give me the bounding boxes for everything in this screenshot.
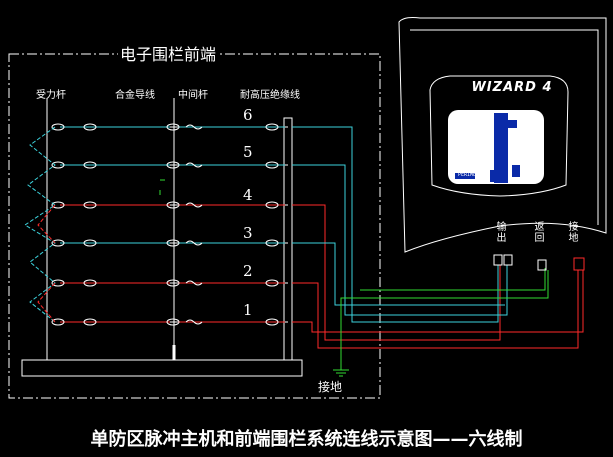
insulator [166,239,180,247]
insulator [166,161,180,169]
ground-cable [340,270,549,352]
terminal-ground [537,259,547,271]
panel-label-perimeter: PERIMETER [458,172,486,178]
ground-tick [159,179,165,195]
tension-spring [185,280,203,286]
diagram-caption: 单防区脉冲主机和前端围栏系统连线示意图——六线制 [90,429,523,450]
hv-cable-4 [292,204,501,341]
insulator [51,123,65,131]
insulator [83,279,97,287]
insulator [83,161,97,169]
controller-panel [429,75,569,197]
label-hv-cable: 耐高压绝缘线 [240,90,300,101]
tension-spring [185,162,203,168]
insulator [265,123,279,131]
hv-cable-2 [292,270,579,349]
insulator [265,201,279,209]
front-end-title: 电子围栏前端 [118,41,219,65]
tension-spring [185,240,203,246]
tension-spring [185,319,203,325]
insulator [83,201,97,209]
ground-symbol [333,352,349,377]
insulator [166,201,180,209]
insulator [83,123,97,131]
insulator [265,318,279,326]
hv-cable-1 [292,270,584,333]
fence-base [21,359,303,377]
insulator [83,239,97,247]
return-cable-5 [292,164,508,316]
panel-label-disarm: DISARM [464,148,483,154]
wire-number-6: 6 [243,106,253,124]
terminal-return [503,254,513,266]
label-tension-post: 受力杆 [36,90,66,101]
controller-brand: WIZARD 4 [471,80,553,95]
fence-frame [8,53,381,399]
insulator [51,279,65,287]
insulator [51,201,65,209]
tension-post-right [283,117,293,361]
insulator [265,239,279,247]
terminal-output [493,254,503,266]
tension-spring [185,124,203,130]
controller-housing [398,17,607,253]
insulator [166,279,180,287]
return-cable-6 [292,126,499,323]
left-jumper-hv [37,204,56,323]
wire-number-2: 2 [243,262,253,280]
insulator [166,318,180,326]
terminal-alarm [573,257,585,271]
label-alloy-wire: 合金导线 [115,90,155,101]
panel-label-low: LOW [468,127,478,133]
panel-label-service: SERVICE [461,158,483,164]
panel-label-alarm: ALARM [520,140,536,146]
tension-spring [185,202,203,208]
ground-cable-2 [360,268,546,291]
ground-label: 接地 [318,380,343,394]
insulator [51,239,65,247]
panel-label-fence: FENCE [464,138,480,144]
insulator [51,161,65,169]
panel-label-power: POWER [464,117,480,123]
terminal-label-output: 输出 [496,222,507,244]
insulator [51,318,65,326]
insulator [265,161,279,169]
wire-number-4: 4 [243,186,253,204]
insulator [83,318,97,326]
insulator [265,279,279,287]
terminal-label-return: 返回 [534,222,545,244]
label-middle-post: 中间杆 [178,90,208,101]
wire-number-5: 5 [243,143,253,161]
return-cable-3 [292,242,505,306]
wire-number-3: 3 [243,224,253,242]
wire-number-1: 1 [243,301,253,319]
left-jumper [24,126,56,323]
insulator [166,123,180,131]
terminal-label-ground: 接地 [568,222,579,244]
